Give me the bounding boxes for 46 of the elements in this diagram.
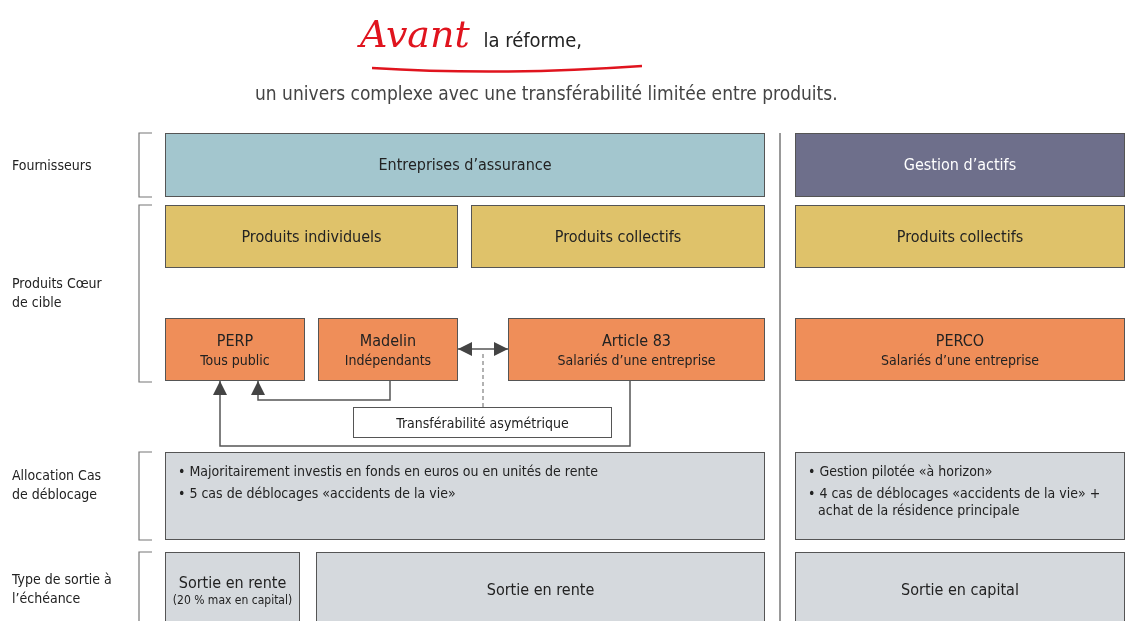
box-text: • Majoritairement investis en fonds en euros ou en unités de rente bbox=[178, 463, 599, 480]
category-box bbox=[795, 205, 1125, 268]
box-text: Salariés d’une entreprise bbox=[881, 350, 1039, 369]
info-panel bbox=[165, 452, 765, 540]
leader-line bbox=[482, 351, 484, 408]
arrow bbox=[457, 342, 509, 356]
box-title: Article 83 bbox=[601, 330, 672, 351]
category-box bbox=[165, 133, 765, 197]
box-text: Sortie en capital bbox=[901, 579, 1019, 600]
category-box bbox=[318, 318, 458, 381]
info-panel bbox=[795, 452, 1125, 540]
box-text: Produits individuels bbox=[241, 226, 382, 247]
box-text: Salariés d’une entreprise bbox=[557, 350, 716, 369]
box-title: Madelin bbox=[359, 330, 417, 351]
subtitle: un univers complexe avec une transférabilité limitée entre produits. bbox=[255, 84, 838, 103]
box-text: Produits collectifs bbox=[554, 226, 682, 247]
box-text: Gestion d’actifs bbox=[903, 155, 1017, 175]
note-box bbox=[353, 407, 612, 438]
category-box bbox=[471, 205, 765, 268]
box-text: Sortie en rente bbox=[178, 572, 287, 593]
box-text: • Gestion pilotée «à horizon» bbox=[808, 463, 993, 480]
category-box bbox=[508, 318, 765, 381]
box-text: Tous public bbox=[200, 350, 270, 369]
box-text: Entreprises d’assurance bbox=[378, 155, 552, 175]
box-text: Transférabilité asymétrique bbox=[396, 413, 569, 433]
row-label: Produits Cœur de cible bbox=[12, 274, 103, 312]
category-box bbox=[165, 552, 300, 621]
box-title: PERCO bbox=[935, 330, 985, 351]
row-label: Allocation Cas de déblocage bbox=[12, 466, 102, 504]
box-text: • 5 cas de déblocages «accidents de la vie» bbox=[178, 485, 456, 502]
box-text: Indépendants bbox=[344, 350, 432, 369]
category-box bbox=[165, 205, 458, 268]
row-label: Fournisseurs bbox=[12, 156, 93, 175]
arrow bbox=[213, 380, 631, 447]
box-text: Sortie en rente bbox=[486, 579, 595, 600]
box-title: PERP bbox=[216, 330, 254, 351]
category-box bbox=[316, 552, 765, 621]
box-text: Produits collectifs bbox=[896, 226, 1024, 247]
arrow bbox=[251, 380, 391, 401]
box-text: (20 % max en capital) bbox=[172, 592, 293, 607]
category-box bbox=[795, 552, 1125, 621]
category-box bbox=[795, 133, 1125, 197]
row-label: Type de sortie à l’échéance bbox=[12, 570, 113, 608]
category-box bbox=[165, 318, 305, 381]
box-text: • 4 cas de déblocages «accidents de la vie» + achat de la résidence principale bbox=[808, 485, 1102, 519]
category-box bbox=[795, 318, 1125, 381]
